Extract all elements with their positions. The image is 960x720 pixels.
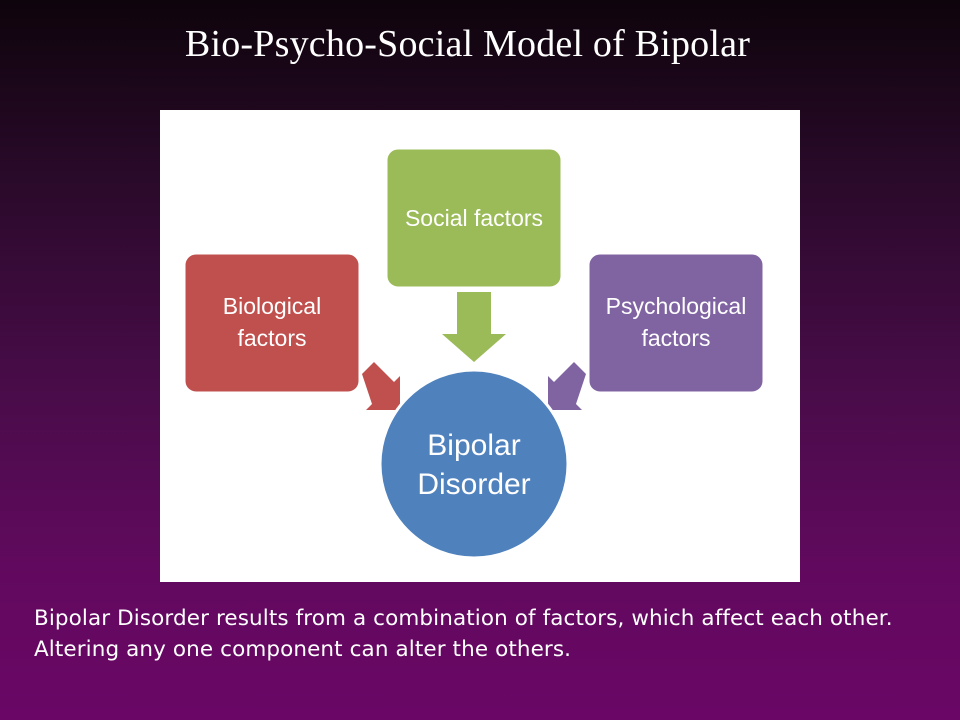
biological-factors-label-line2: factors [237,325,306,351]
bipolar-disorder-label-line1: Bipolar [427,429,520,462]
biological-arrow [362,362,400,410]
biological-factors-box [182,251,362,395]
psychological-factors-label-line2: factors [641,325,710,351]
biological-factors-label-line1: Biological [223,293,321,319]
bipolar-disorder-label-line2: Disorder [417,468,530,501]
caption-text: Bipolar Disorder results from a combinat… [34,606,893,662]
social-factors-box [384,146,564,290]
social-factors-label: Social factors [405,205,543,231]
diagram-panel: Social factors Biological factors Psycho… [160,110,800,582]
social-arrow [442,292,506,362]
psychological-arrow [548,362,586,410]
slide-title: Bio-Psycho-Social Model of Bipolar [184,23,751,65]
model-diagram: Social factors Biological factors Psycho… [182,146,766,560]
bipolar-disorder-circle [378,368,570,560]
psychological-factors-label-line1: Psychological [606,293,747,319]
psychological-factors-box [586,251,766,395]
